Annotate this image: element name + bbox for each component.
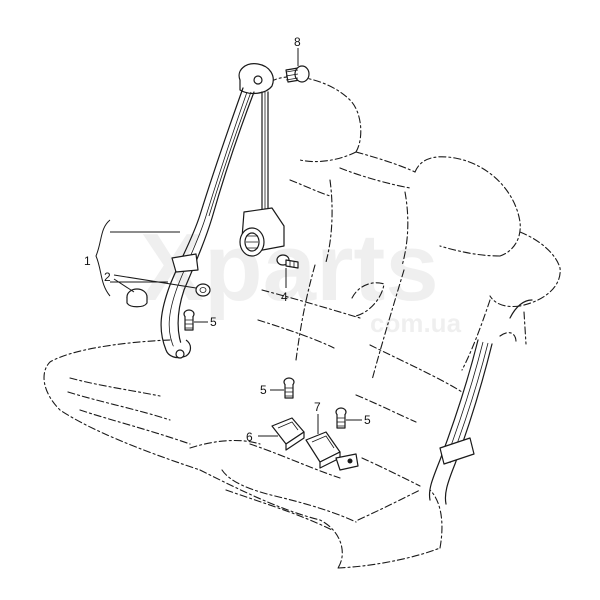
callout-1: 1 bbox=[84, 254, 91, 268]
watermark-sub: com.ua bbox=[370, 308, 462, 338]
callout-5-buckle-left: 5 bbox=[260, 383, 267, 397]
callout-6: 6 bbox=[246, 430, 253, 444]
callout-8: 8 bbox=[294, 35, 301, 49]
buckle-double bbox=[305, 431, 359, 471]
callout-labels: 8 1 2 4 5 5 5 6 7 bbox=[84, 35, 371, 444]
right-seat-belt bbox=[428, 299, 533, 505]
bolt-buckle-left bbox=[283, 377, 295, 399]
callout-4: 4 bbox=[281, 290, 288, 304]
cap-and-washer bbox=[126, 283, 211, 308]
bolt-retractor bbox=[276, 254, 299, 269]
seat-backrest bbox=[257, 76, 561, 423]
seat-cushion bbox=[43, 339, 443, 569]
callout-7: 7 bbox=[314, 400, 321, 414]
bolt-left-lower bbox=[183, 309, 195, 331]
bolt-upper bbox=[285, 65, 310, 83]
callout-5-left: 5 bbox=[210, 315, 217, 329]
callout-5-buckle-right: 5 bbox=[364, 413, 371, 427]
left-seat-belt bbox=[160, 63, 285, 359]
callout-2: 2 bbox=[104, 270, 111, 284]
buckle-single bbox=[271, 417, 305, 451]
leader-lines bbox=[95, 48, 362, 437]
bolt-buckle-right bbox=[335, 407, 347, 429]
